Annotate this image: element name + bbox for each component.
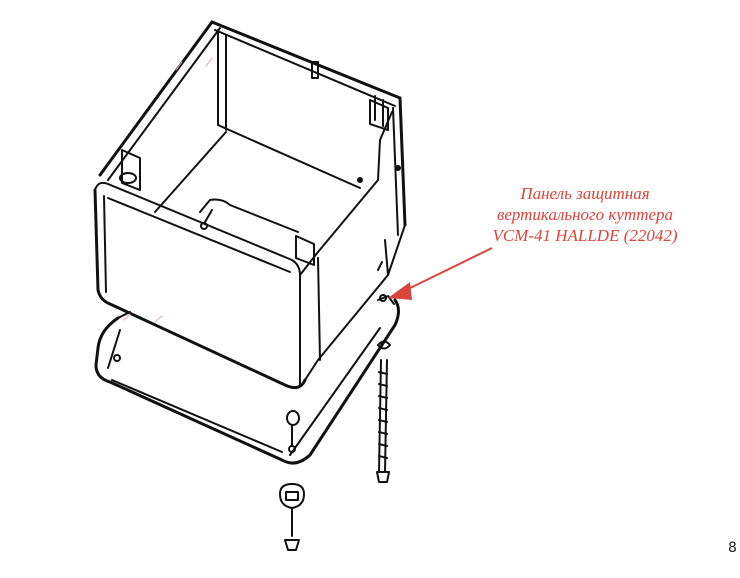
foot-assembly — [279, 410, 305, 551]
callout-arrow — [388, 247, 493, 300]
part-callout: Панель защитная вертикального куттера VC… — [470, 183, 700, 246]
callout-line-2: вертикального куттера — [496, 205, 674, 224]
long-screw — [376, 340, 391, 483]
callout-line-1: Панель защитная — [520, 184, 650, 203]
construction-marks — [123, 57, 213, 323]
housing-frame — [93, 20, 407, 390]
callout-line-3: VCM-41 HALLDE (22042) — [492, 226, 678, 245]
protective-panel — [94, 295, 400, 465]
edge-mark: 8 — [728, 540, 737, 556]
